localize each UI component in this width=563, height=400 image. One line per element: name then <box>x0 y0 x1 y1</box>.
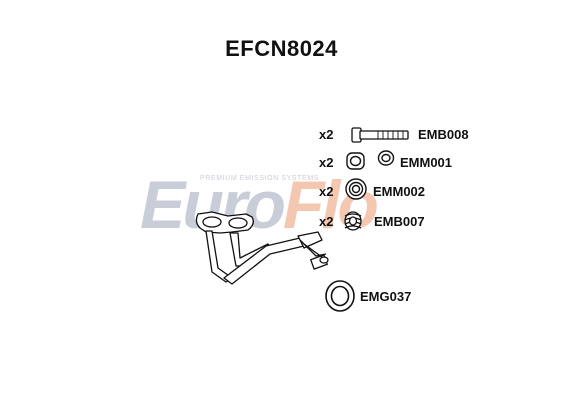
front-pipe-icon <box>195 211 329 285</box>
spring-icon <box>344 211 362 231</box>
qty-emb007: x2 <box>319 214 334 229</box>
code-emb008: EMB008 <box>418 127 469 142</box>
watermark-tagline: PREMIUM EMISSION SYSTEMS <box>200 175 319 182</box>
qty-emm001: x2 <box>319 155 334 170</box>
code-emm001: EMM001 <box>400 155 453 170</box>
mounting-icon <box>346 150 395 170</box>
part-number-title: EFCN8024 <box>225 36 338 61</box>
rubber-ring-icon <box>345 178 367 200</box>
watermark-brand: EuroFlo <box>140 167 377 243</box>
gasket-icon <box>325 280 355 312</box>
code-emb007: EMB007 <box>374 214 425 229</box>
qty-emb008: x2 <box>319 127 334 142</box>
qty-emm002: x2 <box>319 184 334 199</box>
euroflo-watermark: PREMIUM EMISSION SYSTEMS EuroFlo <box>140 167 380 243</box>
watermark-brand-flo: Flo <box>283 167 377 243</box>
code-emm002: EMM002 <box>373 184 426 199</box>
code-emg037: EMG037 <box>360 289 412 304</box>
bolt-icon <box>351 127 409 143</box>
